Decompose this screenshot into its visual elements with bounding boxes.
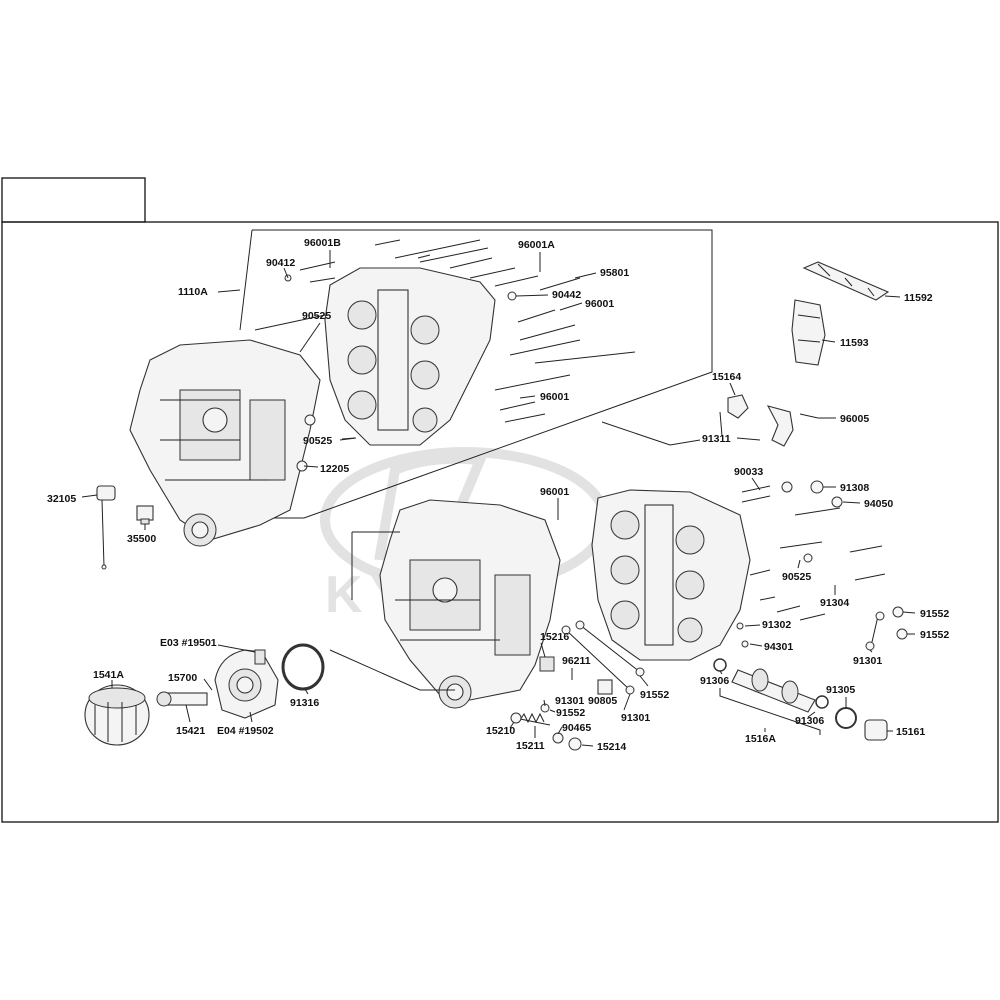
part-label: 90805 <box>588 695 617 707</box>
part-label: 90525 <box>782 571 811 583</box>
shaft-15421 <box>156 691 208 707</box>
part-label: 12205 <box>320 463 349 475</box>
part-label: 90465 <box>562 722 591 734</box>
part-label: E03 #19501 <box>160 637 217 649</box>
oil-pump-15700 <box>214 649 279 719</box>
shift-fork-15164 <box>719 394 819 447</box>
part-label: 91308 <box>840 482 869 494</box>
upper-crankcase-left <box>129 339 321 547</box>
part-label: 90442 <box>552 289 581 301</box>
part-label: 11592 <box>904 292 933 304</box>
o-ring-91316 <box>281 643 325 691</box>
part-label: 15421 <box>176 725 205 737</box>
upper-crankcase-right <box>324 267 496 446</box>
leader-lines <box>81 250 916 747</box>
part-label: 91552 <box>920 608 949 620</box>
part-label: 96005 <box>840 413 869 425</box>
diagram-frame <box>1 177 999 823</box>
part-label: 90525 <box>302 310 331 322</box>
part-label: 96001A <box>518 239 555 251</box>
part-label: 91552 <box>556 707 585 719</box>
part-label: 96001 <box>540 486 569 498</box>
part-label: 91304 <box>820 597 849 609</box>
balancer-shaft-1516A <box>713 658 857 729</box>
lower-crankcase-left <box>379 499 561 709</box>
part-label: 95801 <box>600 267 629 279</box>
part-label: 15210 <box>486 725 515 737</box>
part-label: 90525 <box>303 435 332 447</box>
relief-valve-parts <box>510 656 613 751</box>
oil-filter-cap-1541A <box>84 684 150 746</box>
part-label: 91552 <box>640 689 669 701</box>
part-label: 96001 <box>585 298 614 310</box>
part-label: 91306 <box>700 675 729 687</box>
cover-plate-11592 <box>802 261 890 301</box>
part-label: 11593 <box>840 337 869 349</box>
upper-section-outline <box>240 229 713 519</box>
lower-right-small-parts <box>736 480 908 651</box>
oil-strainer-32105 <box>96 485 116 570</box>
part-label: 90412 <box>266 257 295 269</box>
part-label: 94050 <box>864 498 893 510</box>
part-label: 90033 <box>734 466 763 478</box>
part-label: 91316 <box>290 697 319 709</box>
part-label: 15161 <box>896 726 925 738</box>
part-label: 1110A <box>178 286 208 298</box>
part-label: 96001B <box>304 237 341 249</box>
part-label: 91311 <box>702 433 731 445</box>
part-label: 96211 <box>562 655 591 667</box>
part-label: 91302 <box>762 619 791 631</box>
part-label: 1516A <box>745 733 776 745</box>
part-labels: 96001B 90412 96001A 95801 90442 96001 11… <box>47 237 949 753</box>
part-label: 15164 <box>712 371 741 383</box>
plug-15161 <box>864 719 888 741</box>
part-label: 35500 <box>127 533 156 545</box>
part-label: 15211 <box>516 740 545 752</box>
part-label: 91301 <box>621 712 650 724</box>
part-label: 91301 <box>555 695 584 707</box>
lower-crankcase-right <box>591 489 751 661</box>
sensor-35500 <box>136 505 154 525</box>
oil-pipes <box>561 620 645 695</box>
part-label: 15216 <box>540 631 569 643</box>
part-label: 94301 <box>764 641 793 653</box>
part-label: 91552 <box>920 629 949 641</box>
part-label: 32105 <box>47 493 76 505</box>
part-label: 91305 <box>826 684 855 696</box>
part-label: 96001 <box>540 391 569 403</box>
upper-bolts <box>254 239 636 472</box>
part-label: 1541A <box>93 669 124 681</box>
part-label: 15214 <box>597 741 626 753</box>
part-label: 91301 <box>853 655 882 667</box>
part-label: 91306 <box>795 715 824 727</box>
cover-plate-11593 <box>791 299 826 366</box>
part-label: E04 #19502 <box>217 725 274 737</box>
part-label: 15700 <box>168 672 197 684</box>
